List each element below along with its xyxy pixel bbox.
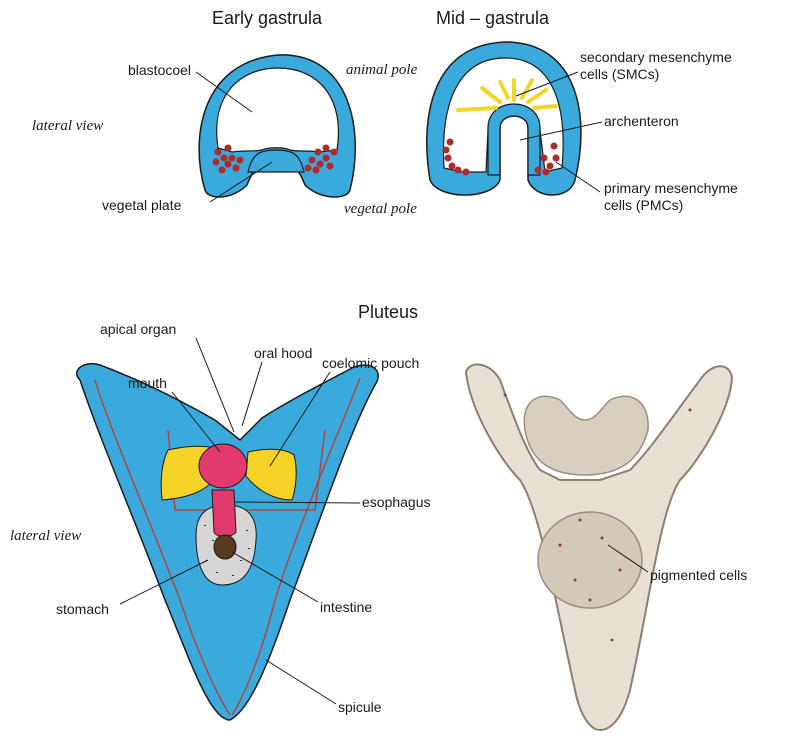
- pmc-label-line1: primary mesenchyme: [604, 180, 738, 196]
- early-gastrula-embryo: [199, 55, 355, 197]
- smc-label-line2: cells (SMCs): [580, 66, 659, 82]
- mid-gastrula-embryo: [427, 42, 581, 195]
- pluteus-micrograph: [466, 364, 732, 730]
- pigmented-cells-label: pigmented cells: [650, 567, 747, 583]
- mouth-label: mouth: [128, 375, 167, 391]
- stomach-label: stomach: [56, 601, 109, 617]
- pmc-label-line2: cells (PMCs): [604, 197, 683, 213]
- early-gastrula-title: Early gastrula: [212, 8, 323, 28]
- coelomic-pouch-label: coelomic pouch: [322, 355, 419, 371]
- lateral-view-label-bottom: lateral view: [10, 528, 81, 544]
- smc-label-line1: secondary mesenchyme: [580, 49, 732, 65]
- archenteron-label: archenteron: [604, 113, 679, 129]
- mid-gastrula-title: Mid – gastrula: [436, 8, 550, 28]
- apical-organ-label: apical organ: [100, 321, 176, 337]
- vegetal-plate-label: vegetal plate: [102, 197, 182, 213]
- animal-pole-label: animal pole: [346, 62, 418, 78]
- spicule-leader: [266, 660, 336, 704]
- oral-hood-leader: [242, 362, 262, 426]
- esophagus-label: esophagus: [362, 494, 431, 510]
- pluteus-title: Pluteus: [358, 302, 418, 322]
- spicule-label: spicule: [338, 699, 382, 715]
- lateral-view-label-top: lateral view: [32, 118, 103, 134]
- vegetal-pole-label: vegetal pole: [344, 201, 417, 217]
- blastocoel-label: blastocoel: [128, 62, 191, 78]
- intestine-label: intestine: [320, 599, 372, 615]
- oral-hood-label: oral hood: [254, 345, 312, 361]
